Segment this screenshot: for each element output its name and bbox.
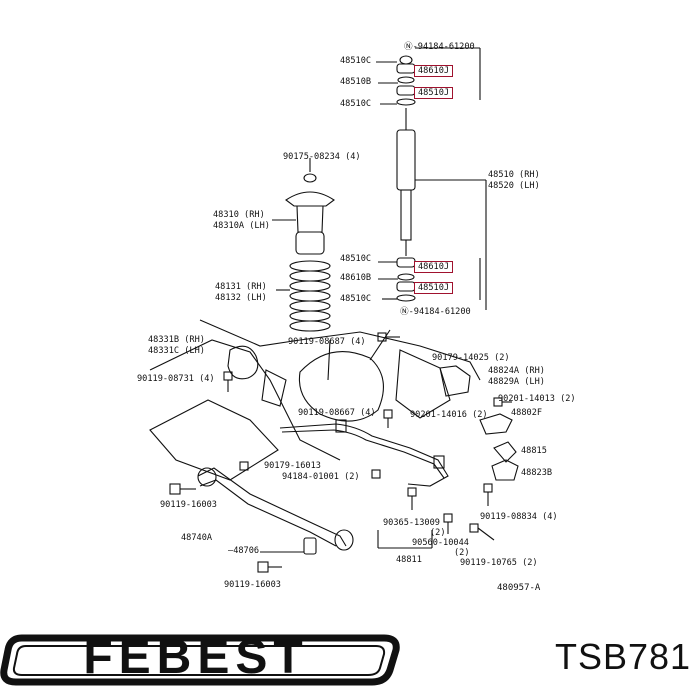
label-bush-top-1-highlighted: 48610J	[414, 65, 454, 77]
label-bolt-e: 90119-08667 (4)	[298, 408, 376, 418]
label-bolt-k: 90119-10765 (2)	[460, 558, 538, 568]
label-shock-lh: 48520 (LH)	[488, 181, 540, 191]
label-cushion-top-1: 48510C	[340, 56, 372, 66]
label-link: 48811	[396, 555, 422, 565]
stabilizer-bar	[279, 419, 449, 487]
label-nut-top: Ⓝ-94184-61200	[404, 42, 475, 52]
label-cushion-top-2: 48510C	[340, 99, 372, 109]
label-bumper-lh: 48310A (LH)	[213, 221, 270, 231]
label-bolt-h: 90119-08834 (4)	[480, 512, 558, 522]
figure-code: 480957-A	[497, 583, 541, 593]
part-number: TSB781	[555, 636, 692, 677]
label-bolt-j-qty: (2)	[454, 548, 470, 558]
label-bolt-l: 90119-16003	[224, 580, 281, 590]
label-bush-stab: 48815	[521, 446, 547, 456]
top-mount-stack	[396, 55, 416, 106]
label-bolt-c: 90179-14025 (2)	[432, 353, 510, 363]
brand-name: FEBEST	[83, 631, 309, 684]
febest-logo	[0, 634, 400, 686]
label-spring-rh: 48131 (RH)	[215, 282, 267, 292]
label-spring-lh: 48132 (LH)	[215, 293, 267, 303]
coil-spring	[276, 260, 331, 332]
label-bolt-j: 90560-10044	[412, 538, 469, 548]
label-bumper-rh: 48310 (RH)	[213, 210, 265, 220]
label-bush-bot-1-highlighted: 48610J	[414, 261, 454, 273]
bump-stopper	[272, 158, 335, 255]
label-rod: 48740A	[181, 533, 213, 543]
bolts	[169, 332, 495, 573]
label-bolt-i-qty: (2)	[430, 528, 446, 538]
lateral-rod	[197, 467, 354, 555]
label-bolt-d: 90201-14013 (2)	[498, 394, 576, 404]
label-shock-rh: 48510 (RH)	[488, 170, 540, 180]
label-retainer-bot: 48610B	[340, 273, 372, 283]
label-bumper-bolt: 90175-08234 (4)	[283, 152, 361, 162]
label-bolt-g: 90119-16003	[160, 500, 217, 510]
label-bush-rod: –48706	[228, 546, 260, 556]
label-retainer-top: 48510B	[340, 77, 372, 87]
label-insulator-rh: 48331B (RH)	[148, 335, 205, 345]
label-bush-bot-2-highlighted: 48510J	[414, 282, 454, 294]
label-bolt-f: 90179-16013	[264, 461, 321, 471]
label-bracket-lh: 48829A (LH)	[488, 377, 545, 387]
label-cushion-bot-1: 48510C	[340, 254, 372, 264]
label-washer-a: 90201-14016 (2)	[410, 410, 488, 420]
label-bolt-a: 90119-08687 (4)	[288, 337, 366, 347]
label-bracket-stab: 48823B	[521, 468, 553, 478]
label-nut-a: 94184-01001 (2)	[282, 472, 360, 482]
label-bush-top-2-highlighted: 48510J	[414, 87, 454, 99]
label-insulator-lh: 48331C (LH)	[148, 346, 205, 356]
label-bolt-i: 90365-13009	[383, 518, 440, 528]
label-nut-bot: Ⓝ-94184-61200	[400, 307, 471, 317]
brackets	[439, 365, 519, 481]
axle-housing	[149, 319, 481, 481]
label-cushion-bot-2: 48510C	[340, 294, 372, 304]
label-bracket-b: 48802F	[511, 408, 543, 418]
shock-absorber	[396, 108, 416, 302]
stabilizer-link	[377, 530, 433, 549]
label-bolt-b: 90119-08731 (4)	[137, 374, 215, 384]
label-bracket-rh: 48824A (RH)	[488, 366, 545, 376]
